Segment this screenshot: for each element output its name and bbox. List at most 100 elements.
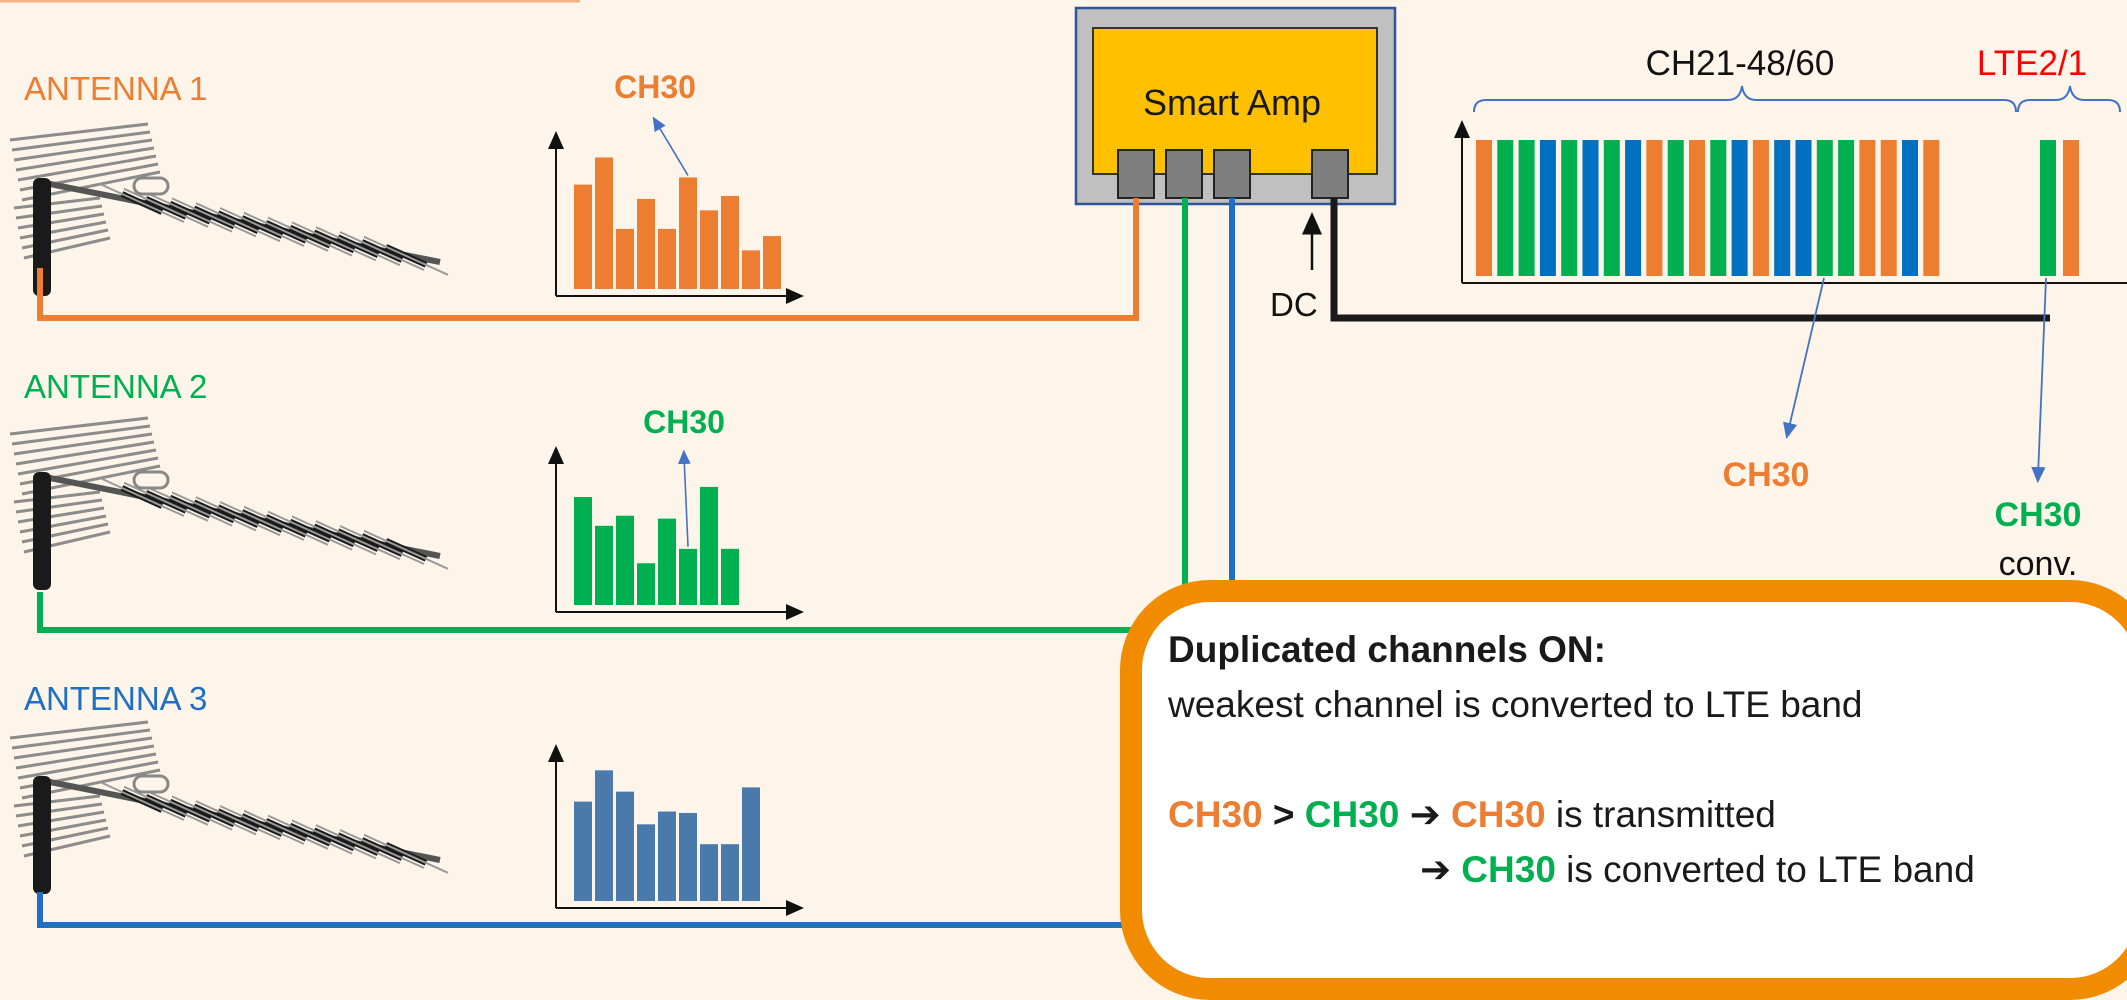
director-rod — [147, 192, 233, 233]
reflector-rod — [13, 490, 101, 504]
director-rod — [147, 790, 233, 831]
director-rod — [171, 491, 257, 532]
antenna-3-label: ANTENNA 3 — [24, 680, 207, 717]
director-rod — [123, 187, 209, 228]
director-rod — [195, 496, 281, 537]
signal-charts — [548, 116, 804, 916]
cable-antenna-3 — [37, 198, 1235, 928]
result-conv-label: conv. — [1999, 545, 2078, 583]
callout-transmitted: is transmitted — [1545, 794, 1776, 835]
cable-antenna-1 — [37, 198, 1139, 321]
spectrum-band-label: CH21-48/60 — [1646, 44, 1835, 83]
antenna-1-label: ANTENNA 1 — [24, 70, 207, 107]
antenna-2-ch30-pointer — [677, 449, 691, 547]
reflector-rod — [13, 736, 153, 760]
spectrum-channel-bar — [1816, 140, 1833, 276]
antenna-2-icon — [9, 416, 449, 590]
antenna-drawings — [9, 122, 449, 894]
spectrum-channel-bar — [1582, 140, 1599, 276]
reflector-rod — [13, 196, 101, 210]
director-rod — [243, 809, 329, 850]
pointer-ch30 — [1783, 277, 1825, 440]
spectrum-channel-bar — [1795, 140, 1812, 276]
output-cable — [1330, 198, 2050, 322]
reflector-rod — [13, 794, 101, 808]
antenna-3-bar — [616, 791, 634, 901]
director-rod — [243, 505, 329, 546]
director-rod — [291, 819, 377, 860]
antenna-1-bar — [616, 228, 634, 289]
antenna-2-channel-label: CH30 — [643, 404, 725, 440]
callout-line-3: CH30 > CH30 ➔ CH30 is transmitted — [1168, 787, 2068, 842]
spectrum-channel-bar — [1731, 140, 1748, 276]
antenna-1-ch30-pointer — [652, 116, 689, 176]
callout-arrow-2: ➔ — [1420, 849, 1452, 890]
spectrum-channel-bar — [1689, 140, 1705, 276]
director-rod — [171, 197, 257, 238]
director-rod — [315, 520, 401, 561]
spectrum-channel-bar — [1752, 140, 1769, 276]
reflector-rod — [17, 506, 105, 524]
spectrum-lte-bar — [2063, 140, 2079, 276]
reflector-rod — [17, 212, 105, 230]
reflector-rod — [17, 448, 157, 476]
callout-spacer — [1168, 732, 2068, 787]
antenna-1-bar — [679, 177, 697, 289]
spectrum-lte-bar — [2040, 140, 2056, 276]
amp-port-out — [1311, 149, 1349, 199]
spectrum-chart — [1476, 140, 2079, 276]
callout-ch30-d: CH30 — [1461, 849, 1556, 890]
antenna-3-bar — [742, 787, 760, 901]
antenna-2-bar — [721, 548, 739, 605]
spectrum-channel-bar — [1710, 140, 1727, 276]
reflector-rod — [11, 130, 151, 152]
antenna-mast — [33, 776, 51, 894]
antenna-3-bar — [637, 824, 655, 901]
reflector-rod — [9, 122, 149, 142]
spectrum-channel-bar — [1603, 140, 1620, 276]
spectrum-channel-bar — [1774, 140, 1791, 276]
callout-arrow-1: ➔ — [1409, 794, 1441, 835]
spectrum-channel-bar — [1859, 140, 1876, 276]
antenna-2-bar — [595, 525, 613, 605]
spectrum-channel-bar — [1625, 140, 1642, 276]
result-ch30-conv-label: CH30 — [1995, 496, 2082, 534]
director-rod — [291, 221, 377, 262]
antenna-1-bar — [763, 236, 781, 289]
callout-converted: is converted to LTE band — [1555, 849, 1975, 890]
director-rod — [339, 231, 425, 271]
reflector-rod — [11, 728, 151, 750]
reflector-rod — [17, 752, 157, 780]
antenna-3-bar — [658, 811, 676, 901]
reflector-rod — [9, 416, 149, 436]
director-rod — [195, 202, 281, 243]
callout-ch30-a: CH30 — [1168, 794, 1263, 835]
antenna-2-bar — [637, 563, 655, 605]
reflector-rod — [17, 154, 157, 182]
spectrum-channel-bar — [1561, 140, 1578, 276]
antenna-2-label: ANTENNA 2 — [24, 368, 207, 405]
spectrum-channel-bar — [1539, 140, 1556, 276]
reflector-rod — [15, 802, 103, 818]
band-brace — [1473, 85, 2017, 113]
amp-port-2 — [1165, 149, 1203, 199]
callout-gt: > — [1272, 794, 1295, 835]
antenna-mast — [33, 178, 51, 296]
spectrum-channel-bar — [1518, 140, 1535, 276]
callout-title: Duplicated channels ON: — [1168, 629, 1606, 670]
reflector-rod — [9, 720, 149, 740]
antenna-1-icon — [9, 122, 449, 296]
antenna-3-bar — [595, 770, 613, 901]
antenna-1-bar — [721, 196, 739, 289]
amp-port-3 — [1213, 149, 1251, 199]
director-rod — [219, 207, 305, 247]
director-rod — [99, 183, 185, 223]
director-rod — [219, 501, 305, 541]
reflector-rod — [15, 146, 155, 172]
director-rod — [315, 226, 401, 267]
result-ch30-label: CH30 — [1723, 456, 1810, 494]
director-rod — [315, 824, 401, 865]
director-rod — [99, 781, 185, 821]
reflector-rod — [15, 440, 155, 466]
spectrum-channel-bar — [1646, 140, 1663, 276]
